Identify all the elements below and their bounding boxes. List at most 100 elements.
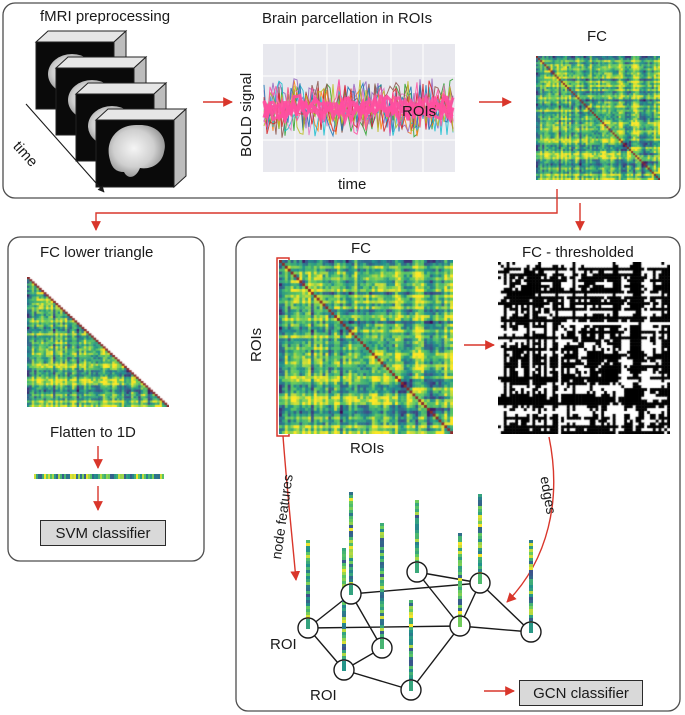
node-feature-cell	[478, 551, 482, 554]
node-feature-cell	[342, 581, 346, 584]
vector-cell	[128, 474, 130, 479]
node-feature-cell	[458, 554, 462, 557]
vector-cell	[58, 474, 60, 479]
vector-cell	[112, 474, 114, 479]
node-feature-cell	[409, 648, 413, 651]
node-feature-cell	[458, 572, 462, 575]
node-feature-cell	[380, 538, 384, 541]
roi-label-2: ROI	[310, 687, 337, 704]
node-feature-cell	[529, 615, 533, 618]
node-feature-cell	[349, 519, 353, 522]
node-feature-cell	[409, 639, 413, 642]
node-feature-cell	[478, 506, 482, 509]
node-feature-cell	[478, 542, 482, 545]
node-feature-cell	[349, 510, 353, 513]
vector-cell	[40, 474, 42, 479]
node-feature-cell	[380, 532, 384, 535]
graph-edge	[343, 669, 412, 691]
node-feature-cell	[380, 604, 384, 607]
node-feature-cell	[380, 601, 384, 604]
node-feature-cell	[349, 543, 353, 546]
vector-cell	[52, 474, 54, 479]
node-feature-cell	[349, 573, 353, 576]
node-feature-cell	[478, 554, 482, 557]
node-feature-cell	[306, 609, 310, 612]
node-feature-cell	[529, 564, 533, 567]
node-feature-cell	[409, 633, 413, 636]
node-feature-cell	[409, 615, 413, 618]
vector-cell	[118, 474, 120, 479]
node-feature-cell	[380, 619, 384, 622]
node-feature-cell	[349, 498, 353, 501]
node-feature-cell	[529, 573, 533, 576]
arrow-node-features	[282, 435, 301, 581]
node-feature-cell	[342, 620, 346, 623]
node-feature-cell	[529, 606, 533, 609]
node-feature-cell	[529, 561, 533, 564]
node-feature-cell	[380, 616, 384, 619]
node-feature-cell	[529, 552, 533, 555]
node-feature-cell	[458, 593, 462, 596]
svm-classifier-button[interactable]: SVM classifier	[40, 520, 166, 546]
vector-cell	[50, 474, 52, 479]
vector-cell	[78, 474, 80, 479]
node-feature-cell	[349, 531, 353, 534]
node-feature-cell	[409, 660, 413, 663]
node-feature-cell	[380, 556, 384, 559]
node-feature-cell	[529, 570, 533, 573]
node-feature-cell	[306, 543, 310, 546]
node-feature-cell	[380, 550, 384, 553]
node-feature-cell	[306, 552, 310, 555]
left-panel	[7, 236, 205, 562]
fc-label: FC	[351, 240, 371, 257]
node-feature-cell	[342, 605, 346, 608]
node-feature-cell	[478, 497, 482, 500]
fc-matrix-top	[536, 56, 660, 180]
node-feature-cell	[306, 546, 310, 549]
vector-cell	[54, 474, 56, 479]
node-feature-cell	[380, 544, 384, 547]
node-feature-cell	[529, 582, 533, 585]
node-feature-cell	[380, 553, 384, 556]
node-feature-cell	[409, 672, 413, 675]
node-feature-cell	[349, 525, 353, 528]
node-feature-cell	[409, 642, 413, 645]
graph-edge	[416, 571, 461, 627]
vector-cell	[130, 474, 132, 479]
node-feature-cell	[306, 612, 310, 615]
node-feature-cell	[478, 569, 482, 572]
node-feature-cell	[342, 647, 346, 650]
node-feature-cell	[349, 537, 353, 540]
node-feature-cell	[306, 558, 310, 561]
node-feature-cell	[349, 516, 353, 519]
node-feature-cell	[380, 562, 384, 565]
node-feature-cell	[306, 540, 310, 543]
node-feature-cell	[380, 577, 384, 580]
node-feature-cell	[529, 579, 533, 582]
vector-cell	[138, 474, 140, 479]
node-feature-cell	[458, 536, 462, 539]
node-feature-cell	[380, 589, 384, 592]
node-feature-cell	[529, 623, 533, 633]
node-feature-cell	[349, 585, 353, 595]
fc-matrix	[279, 260, 453, 434]
bold-signal-line	[263, 92, 455, 126]
node-feature-cell	[415, 500, 419, 503]
vector-cell	[82, 474, 84, 479]
node-feature-cell	[529, 597, 533, 600]
vector-cell	[114, 474, 116, 479]
node-feature-cell	[478, 530, 482, 533]
node-feature-cell	[458, 563, 462, 566]
fmri-volume-stack	[34, 29, 188, 189]
node-feature-cell	[306, 588, 310, 591]
node-feature-cell	[409, 618, 413, 621]
node-feature-cell	[342, 608, 346, 611]
vector-cell	[144, 474, 146, 479]
node-feature-cell	[458, 539, 462, 542]
node-feature-cell	[342, 635, 346, 638]
node-feature-cell	[415, 506, 419, 509]
node-feature-cell	[409, 600, 413, 603]
gcn-classifier-button[interactable]: GCN classifier	[519, 680, 643, 706]
node-feature-cell	[415, 518, 419, 521]
node-feature-cell	[342, 572, 346, 575]
